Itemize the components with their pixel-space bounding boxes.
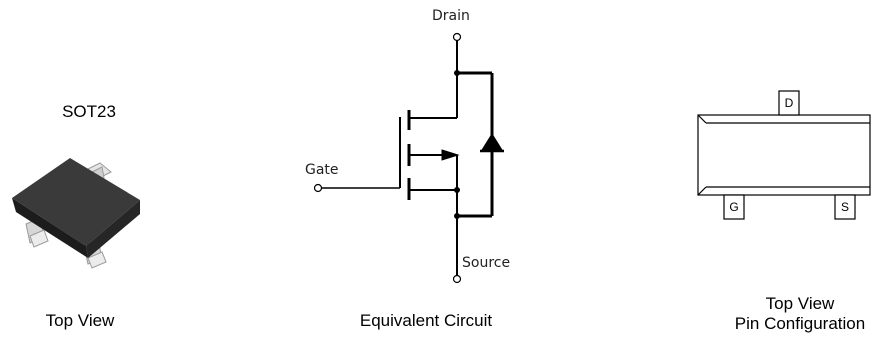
package-name: SOT23 (62, 102, 116, 121)
source-terminal (452, 274, 462, 284)
sot23-package-image (12, 158, 140, 269)
package-caption: Top View (45, 311, 115, 330)
pin-config-caption: Top View Pin Configuration (722, 294, 878, 334)
circuit-caption: Equivalent Circuit (359, 311, 493, 330)
pin-config-caption-line1: Top View (765, 294, 835, 313)
package-body-front (12, 198, 88, 258)
pin-label-s: S (840, 200, 849, 214)
junction-dot (454, 187, 460, 193)
pin-configuration (697, 90, 871, 220)
pin-config-caption-line2: Pin Configuration (734, 314, 866, 333)
body-arrow (441, 149, 460, 161)
body-diode (480, 133, 504, 153)
pin-label-d: D (784, 96, 794, 110)
drain-terminal (452, 32, 462, 42)
gate-terminal (313, 183, 323, 193)
source-label: Source (462, 255, 511, 271)
package-outline (697, 114, 871, 196)
mosfet-circuit (313, 32, 504, 284)
drain-label: Drain (432, 8, 470, 24)
junction-dot (454, 70, 460, 76)
package-body-top (12, 158, 140, 246)
junction-dot (454, 213, 460, 219)
pin-box-g (723, 194, 745, 220)
pin-label-g: G (729, 200, 739, 214)
pin-box-d (778, 90, 800, 116)
pin-box-s (834, 194, 856, 220)
package-body-side (86, 200, 140, 258)
gate-label: Gate (305, 162, 339, 178)
